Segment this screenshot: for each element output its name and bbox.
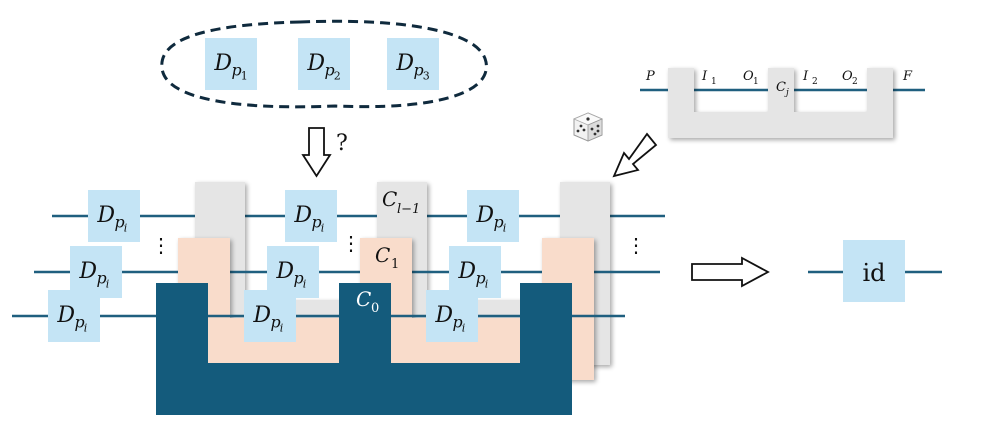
- svg-text:p: p: [453, 313, 463, 332]
- svg-text:i: i: [485, 277, 489, 290]
- svg-text:F: F: [902, 69, 913, 84]
- svg-text:D: D: [96, 203, 115, 228]
- svg-text:D: D: [306, 51, 325, 76]
- svg-text:p: p: [294, 269, 304, 288]
- svg-text:i: i: [124, 221, 128, 234]
- svg-text:2: 2: [852, 77, 858, 87]
- comb-label-c0: C 0: [356, 287, 379, 316]
- svg-text:2: 2: [334, 69, 341, 82]
- ellipsis-right: ⋮: [626, 233, 646, 257]
- svg-text:1: 1: [753, 77, 759, 87]
- svg-text:i: i: [503, 221, 507, 234]
- identity-label: id: [862, 259, 885, 287]
- svg-text:D: D: [457, 259, 476, 284]
- svg-text:D: D: [252, 303, 271, 328]
- svg-text:i: i: [321, 221, 325, 234]
- insert-arrow: [612, 132, 658, 178]
- comb-label-c1: C 1: [375, 243, 399, 272]
- svg-text:P: P: [645, 69, 655, 84]
- svg-text:i: i: [280, 321, 284, 334]
- svg-text:p: p: [494, 213, 504, 232]
- question-arrow: [301, 127, 332, 178]
- svg-text:C: C: [375, 243, 390, 267]
- ellipsis-left: ⋮: [151, 233, 171, 257]
- svg-text:I: I: [802, 69, 809, 84]
- svg-text:p: p: [232, 61, 242, 80]
- example-comb: [640, 68, 925, 138]
- channel-set-ellipse: [160, 19, 488, 109]
- svg-text:0: 0: [371, 301, 379, 316]
- svg-text:p: p: [325, 61, 335, 80]
- svg-text:O: O: [743, 69, 754, 84]
- svg-text:p: p: [75, 313, 85, 332]
- svg-text:i: i: [106, 277, 110, 290]
- svg-text:D: D: [78, 259, 97, 284]
- svg-text:D: D: [56, 303, 75, 328]
- svg-text:C: C: [356, 287, 371, 311]
- svg-text:C: C: [382, 187, 397, 211]
- svg-text:p: p: [476, 269, 486, 288]
- svg-text:I: I: [701, 69, 708, 84]
- svg-text:i: i: [303, 277, 307, 290]
- comb-label-cl1: C l−1: [382, 187, 420, 217]
- svg-text:D: D: [293, 203, 312, 228]
- svg-text:1: 1: [391, 257, 399, 272]
- svg-text:D: D: [275, 259, 294, 284]
- example-comb-labels: P I 1 O 1 C j I 2 O 2 F: [645, 69, 913, 98]
- svg-text:D: D: [434, 303, 453, 328]
- svg-text:1: 1: [241, 69, 248, 82]
- svg-text:i: i: [462, 321, 466, 334]
- svg-text:C: C: [776, 80, 786, 95]
- svg-text:p: p: [97, 269, 107, 288]
- svg-text:D: D: [213, 51, 232, 76]
- svg-text:j: j: [784, 88, 789, 98]
- svg-text:D: D: [475, 203, 494, 228]
- svg-text:l−1: l−1: [397, 202, 420, 217]
- svg-text:p: p: [115, 213, 125, 232]
- question-mark: ?: [336, 131, 348, 156]
- result-arrow: [691, 256, 770, 288]
- svg-text:O: O: [842, 69, 853, 84]
- svg-text:3: 3: [423, 69, 430, 82]
- svg-text:2: 2: [812, 77, 818, 87]
- comb-dark: [156, 283, 572, 415]
- svg-text:p: p: [271, 313, 281, 332]
- identity-channel: id: [808, 240, 942, 302]
- svg-text:p: p: [312, 213, 322, 232]
- svg-text:i: i: [84, 321, 88, 334]
- svg-text:D: D: [395, 51, 414, 76]
- svg-text:p: p: [414, 61, 424, 80]
- dice-icon: [572, 112, 604, 142]
- svg-text:1: 1: [711, 77, 717, 87]
- ellipsis-middle: ⋮: [341, 231, 361, 255]
